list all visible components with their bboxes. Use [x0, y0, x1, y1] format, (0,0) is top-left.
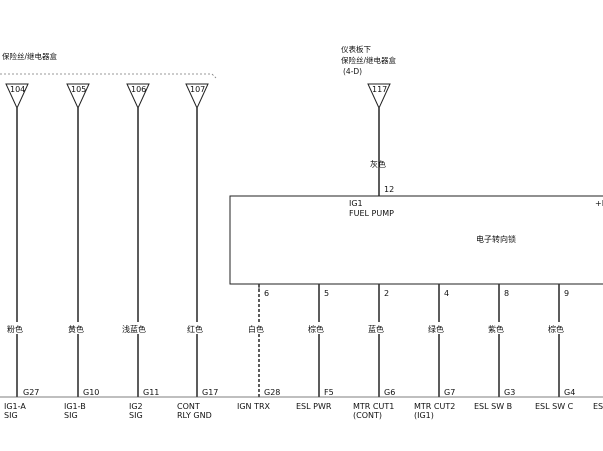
signal-name: SIG [64, 411, 78, 420]
wire-color-label: 白色 [248, 324, 264, 334]
signal-name: CONT [177, 402, 200, 411]
signal-name: SIG [4, 411, 18, 420]
signal-name: MTR CUT1 [353, 402, 394, 411]
module-name: 电子转向锁 [476, 234, 516, 244]
module-pin-number: 9 [564, 289, 569, 298]
fuse-107: 107 [185, 83, 209, 110]
signal-name: IGN TRX [237, 402, 271, 411]
wire-color-label: 黄色 [68, 324, 84, 334]
wire-color-label: 棕色 [308, 324, 324, 334]
wire-color-label: 浅蓝色 [122, 324, 146, 334]
left-fuse-box-title: 保险丝/继电器盒 [2, 51, 58, 61]
wire-color-label: 蓝色 [368, 324, 384, 334]
wire-color-label: 棕色 [548, 324, 564, 334]
steering-lock-module [229, 195, 603, 285]
signal-name: IG1-B [64, 402, 86, 411]
module-power-label: FUEL PUMP [349, 209, 394, 218]
right-fuse-box-title-line1: 仪表板下 [341, 44, 371, 54]
connector-pin: G6 [384, 388, 395, 397]
fuse-box-outline [0, 73, 217, 79]
signal-name: MTR CUT2 [414, 402, 455, 411]
connector-pin: G28 [264, 388, 280, 397]
signal-name: RLY GND [177, 411, 212, 420]
signal-name: ESL PWR [296, 402, 332, 411]
wire-color-label: 紫色 [488, 324, 504, 334]
fuse-number: 105 [71, 85, 86, 94]
module-pin-number: 2 [384, 289, 389, 298]
wire-color-label: 灰色 [370, 159, 386, 169]
signal-name: IG1-A [4, 402, 26, 411]
connector-pin: G17 [202, 388, 218, 397]
fuse-number: 104 [10, 85, 25, 94]
fuse-number: 106 [131, 85, 146, 94]
signal-name: IG2 [129, 402, 143, 411]
signal-name: ESL SW B [474, 402, 512, 411]
module-pin-number: 4 [444, 289, 449, 298]
connector-pin-labels: G27 G10 G11 G17 G28 F5 G6 G7 G3 G4 [23, 388, 575, 397]
connector-pin: G7 [444, 388, 455, 397]
module-pin-number: 8 [504, 289, 509, 298]
wire-color-labels: 粉色 黄色 浅蓝色 红色 白色 棕色 蓝色 绿色 紫色 棕色 [5, 322, 572, 334]
fuse-104: 104 [5, 83, 29, 110]
connector-pin: G4 [564, 388, 575, 397]
module-battery-label: +B [595, 199, 603, 208]
fuse-106: 106 [126, 83, 150, 110]
signal-name: SIG [129, 411, 143, 420]
connector-pin: G10 [83, 388, 99, 397]
module-power-label: IG1 [349, 199, 363, 208]
module-pin-number: 12 [384, 185, 394, 194]
connector-pin: G3 [504, 388, 515, 397]
fuse-number: 117 [372, 85, 387, 94]
module-pin-number: 6 [264, 289, 269, 298]
wire-color-label: 绿色 [428, 324, 444, 334]
signal-name-truncated: ES [593, 402, 603, 411]
connector-pin: F5 [324, 388, 334, 397]
signal-name: ESL SW C [535, 402, 574, 411]
fuse-117: 117 [367, 83, 391, 110]
wire-color-label: 粉色 [7, 324, 23, 334]
signal-name: (CONT) [353, 411, 382, 420]
fuse-number: 107 [190, 85, 205, 94]
right-fuse-box-title-line2: 保险丝/继电器盒 [341, 55, 397, 65]
signal-name: (IG1) [414, 411, 434, 420]
fuse-105: 105 [66, 83, 90, 110]
module-pin-number: 5 [324, 289, 329, 298]
right-fuse-box-title-line3: (4-D) [343, 67, 362, 76]
signal-labels: IG1-A SIG IG1-B SIG IG2 SIG CONT RLY GND… [4, 402, 603, 420]
connector-pin: G27 [23, 388, 39, 397]
wire-color-label: 红色 [187, 324, 203, 334]
connector-pin: G11 [143, 388, 159, 397]
